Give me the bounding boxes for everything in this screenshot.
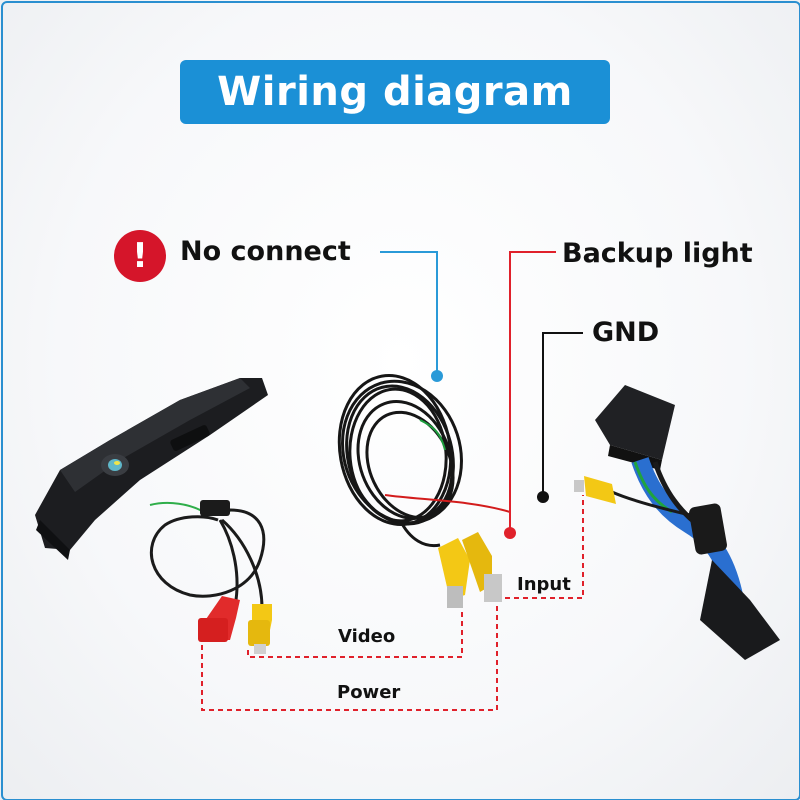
label-no-connect: No connect xyxy=(180,236,351,267)
cable-coil xyxy=(337,374,463,548)
rca-plug-red xyxy=(198,596,240,642)
coil-rca-red xyxy=(462,532,502,602)
backup-light-point xyxy=(504,527,516,539)
warning-icon: ! xyxy=(114,230,166,282)
leader-lines xyxy=(380,251,583,533)
label-video: Video xyxy=(338,626,396,647)
no-connect-point xyxy=(431,370,443,382)
harness-rca-yellow xyxy=(574,476,616,504)
coil-rca-yellow xyxy=(438,538,470,608)
label-gnd: GND xyxy=(592,317,660,348)
title-banner: Wiring diagram xyxy=(180,60,610,124)
camera-handle xyxy=(35,378,268,560)
camera-cable xyxy=(149,500,266,609)
page-title: Wiring diagram xyxy=(217,69,573,115)
rca-plug-yellow xyxy=(248,604,272,654)
warning-symbol: ! xyxy=(132,236,148,276)
label-backup-light: Backup light xyxy=(562,238,753,269)
harness-connector xyxy=(595,385,780,660)
label-power: Power xyxy=(337,682,401,703)
dashed-connections xyxy=(201,495,584,711)
gnd-point xyxy=(537,491,549,503)
label-input: Input xyxy=(517,574,571,595)
